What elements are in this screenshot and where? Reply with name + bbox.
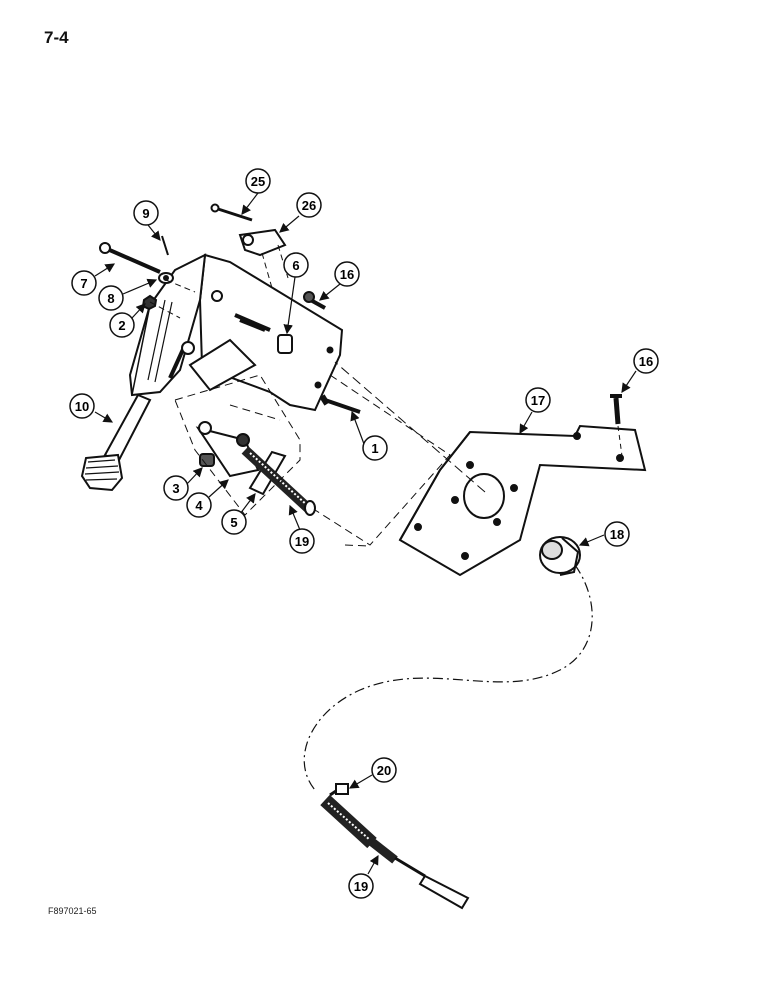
svg-text:17: 17 <box>531 393 545 408</box>
cable-linkage-assembly <box>195 421 316 516</box>
svg-text:25: 25 <box>251 174 265 189</box>
svg-text:3: 3 <box>172 481 179 496</box>
callout-5: 5 <box>221 509 247 535</box>
svg-text:19: 19 <box>295 534 309 549</box>
callout-26: 26 <box>296 192 322 218</box>
figure-reference: F897021-65 <box>48 906 97 916</box>
svg-text:7: 7 <box>80 276 87 291</box>
callout-3: 3 <box>163 475 189 501</box>
cable-route <box>303 564 593 791</box>
pivot-pin-and-fasteners <box>99 235 196 319</box>
page-number: 7-4 <box>44 28 69 47</box>
cable-end-assembly <box>320 783 470 910</box>
callout-19-cable: 19 <box>348 873 374 899</box>
mounting-bolt <box>319 394 361 414</box>
svg-text:8: 8 <box>107 291 114 306</box>
callout-7: 7 <box>71 270 97 296</box>
assembly-outline-dashes <box>174 374 451 546</box>
mounting-bracket <box>334 361 647 577</box>
callouts: 25 26 9 6 16 7 8 2 16 17 10 1 3 4 5 19 1… <box>69 168 659 899</box>
callout-20: 20 <box>371 757 397 783</box>
svg-text:5: 5 <box>230 515 237 530</box>
svg-text:26: 26 <box>302 198 316 213</box>
callout-16-bracket: 16 <box>633 348 659 374</box>
svg-text:20: 20 <box>377 763 391 778</box>
callout-6: 6 <box>283 252 309 278</box>
callout-leaders <box>94 192 637 875</box>
svg-text:9: 9 <box>142 206 149 221</box>
callout-9: 9 <box>133 200 159 226</box>
callout-16-lever: 16 <box>334 261 360 287</box>
callout-8: 8 <box>98 285 124 311</box>
bracket-bolt <box>610 394 623 457</box>
svg-text:18: 18 <box>610 527 624 542</box>
callout-4: 4 <box>186 492 212 518</box>
svg-text:10: 10 <box>75 399 89 414</box>
callout-18: 18 <box>604 521 630 547</box>
callout-25: 25 <box>245 168 271 194</box>
svg-text:19: 19 <box>354 879 368 894</box>
svg-text:16: 16 <box>340 267 354 282</box>
detent-bolt-and-block <box>210 203 289 289</box>
grommet <box>539 536 581 576</box>
callout-2: 2 <box>109 312 135 338</box>
svg-text:6: 6 <box>292 258 299 273</box>
callout-19-linkage: 19 <box>289 528 315 554</box>
bushing-and-bolt <box>234 291 326 354</box>
control-lever-housing <box>128 253 344 412</box>
callout-17: 17 <box>525 387 551 413</box>
lever-shaft-and-knob <box>80 393 152 492</box>
svg-text:1: 1 <box>371 441 378 456</box>
svg-text:2: 2 <box>118 318 125 333</box>
svg-text:16: 16 <box>639 354 653 369</box>
svg-text:4: 4 <box>195 498 203 513</box>
callout-10: 10 <box>69 393 95 419</box>
callout-1: 1 <box>362 435 388 461</box>
